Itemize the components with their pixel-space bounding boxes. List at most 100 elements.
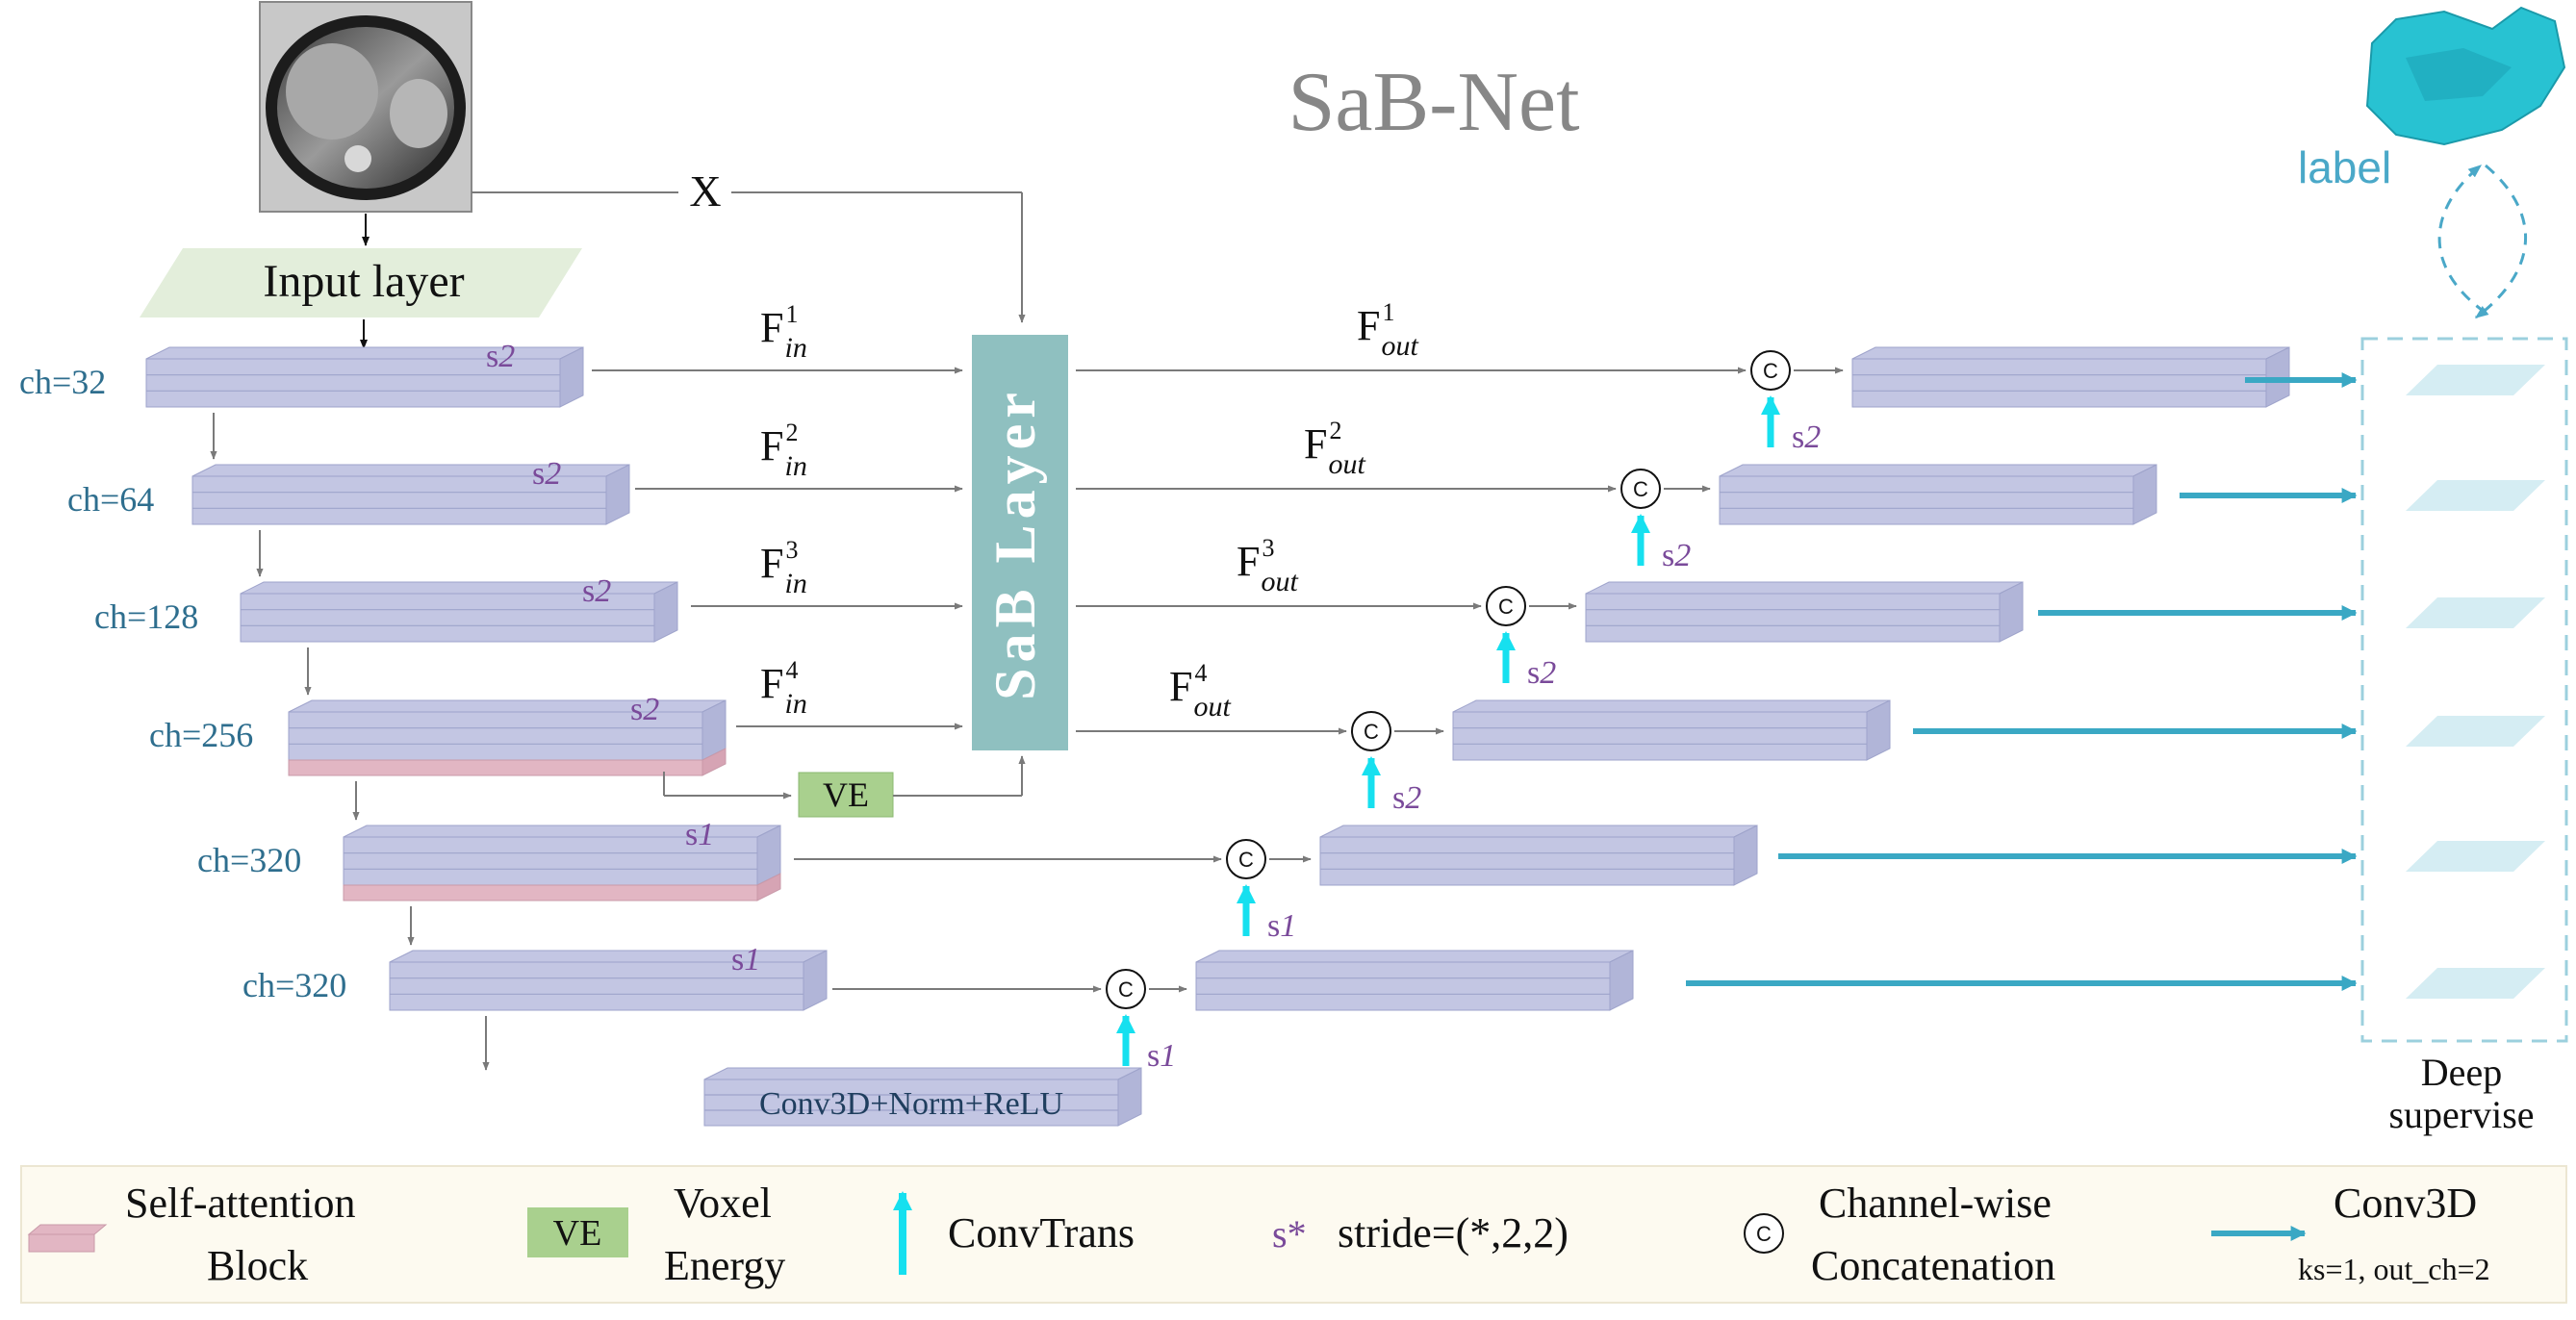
concat-node-2: C: [1620, 469, 1661, 509]
encoder-block-5-attention-side: [756, 873, 781, 901]
upsample-stride-5: s1: [1267, 908, 1296, 944]
mesh-shade: [2406, 48, 2512, 101]
sab-layer-box: [972, 335, 1068, 750]
f-out-label-1-sub: out: [1381, 330, 1418, 362]
input-layer-label: Input layer: [263, 256, 464, 307]
encoder-channels-5: ch=320: [197, 841, 301, 879]
encoder-stride-2-n: 2: [545, 456, 561, 492]
f-in-label-1-sup: 1: [785, 300, 798, 328]
legend-ve-label-1: Voxel: [674, 1180, 772, 1227]
f-out-label-2-sub: out: [1328, 448, 1365, 480]
legend-attention-swatch: [28, 1233, 95, 1253]
f-in-label-3: F3 in: [760, 536, 807, 599]
upsample-stride-3-s: s: [1527, 655, 1540, 691]
ct-input-image: [259, 1, 472, 213]
f-in-label-3-sup: 3: [785, 536, 798, 564]
encoder-block-2-side: [605, 464, 630, 525]
encoder-block-6: [389, 950, 828, 1011]
label-text: label: [2298, 142, 2391, 192]
ve-box-label: VE: [823, 775, 869, 814]
encoder-stride-5-n: 1: [698, 817, 714, 852]
legend-ve-box: [527, 1207, 628, 1257]
decoder-block-1-top: [1851, 346, 2290, 360]
decoder-block-1: [1851, 346, 2290, 408]
dashed-arrow-up: [2437, 164, 2487, 315]
upsample-stride-1-n: 2: [1804, 419, 1821, 455]
upsample-stride-6: s1: [1147, 1038, 1176, 1074]
ct-spleen: [390, 79, 447, 148]
encoder-block-5: [343, 825, 781, 901]
conv-block-label: Conv3D+Norm+ReLU: [759, 1086, 1063, 1122]
sab-layer: SaB Layer: [972, 335, 1068, 750]
f-out-label-2-base: F: [1304, 420, 1327, 468]
encoder-stride-5: s1: [685, 817, 714, 852]
f-in-label-1-sub: in: [784, 332, 806, 364]
concat-node-1: C: [1750, 350, 1791, 391]
f-in-label-1-base: F: [760, 304, 783, 351]
encoder-stride-4: s2: [630, 692, 659, 727]
encoder-block-4-top: [288, 699, 727, 713]
conv-block-front: [703, 1079, 1119, 1127]
legend-panel: [20, 1165, 2567, 1304]
encoder-channels-2: ch=64: [67, 480, 154, 519]
label-3d-mesh: [2365, 6, 2566, 146]
concat-symbol: C: [1364, 720, 1379, 744]
concat-node-6: C: [1106, 969, 1146, 1009]
f-in-label-3-sub: in: [784, 568, 806, 599]
legend-conv3d-params: ks=1, out_ch=2: [2298, 1252, 2490, 1286]
encoder-block-6-top: [389, 950, 828, 963]
decoder-block-2-top: [1719, 464, 2157, 477]
upsample-stride-2-s: s: [1662, 538, 1674, 573]
decoder-block-6: [1195, 950, 1634, 1011]
upsample-stride-1: s2: [1792, 419, 1821, 455]
upsample-stride-4-n: 2: [1405, 780, 1421, 816]
f-out-label-3-base: F: [1237, 538, 1260, 585]
upsample-stride-5-s: s: [1267, 908, 1280, 944]
f-in-label-2-base: F: [760, 422, 783, 470]
x-label: X: [689, 166, 721, 216]
encoder-stride-5-s: s: [685, 817, 698, 852]
decoder-block-4-top: [1452, 699, 1891, 713]
encoder-stride-6: s1: [731, 942, 760, 977]
upsample-stride-6-n: 1: [1160, 1038, 1176, 1074]
encoder-stride-1-s: s: [486, 339, 498, 374]
decoder-block-5: [1319, 825, 1758, 886]
decoder-block-3-top: [1585, 581, 2024, 595]
concat-circle: [1106, 969, 1146, 1009]
decoder-block-2-side: [2132, 464, 2157, 525]
decoder-block-5-top: [1319, 825, 1758, 838]
encoder-block-4-front: [288, 711, 703, 761]
f-in-label-4-base: F: [760, 660, 783, 707]
encoder-block-6-side: [803, 950, 828, 1011]
encoder-block-3-front: [240, 593, 655, 643]
concat-symbol: C: [1498, 595, 1514, 619]
input-layer-box: [140, 248, 582, 317]
upsample-stride-3: s2: [1527, 655, 1556, 691]
f-out-label-2-sup: 2: [1329, 417, 1341, 444]
f-in-label-2-sub: in: [784, 450, 806, 482]
encoder-block-5-top: [343, 825, 781, 838]
f-out-label-2: F2 out: [1304, 417, 1365, 480]
encoder-stride-3: s2: [582, 573, 611, 609]
legend-conv3d-label: Conv3D: [2334, 1180, 2477, 1227]
supervise-map-5: [2406, 841, 2545, 872]
encoder-block-4: [288, 699, 727, 776]
f-in-label-3-base: F: [760, 540, 783, 587]
supervise-map-2: [2406, 480, 2545, 511]
upsample-stride-5-n: 1: [1280, 908, 1296, 944]
decoder-block-4: [1452, 699, 1891, 761]
encoder-stride-6-n: 1: [744, 942, 760, 977]
encoder-channels-4: ch=256: [149, 716, 253, 754]
concat-symbol: C: [1633, 477, 1648, 501]
upsample-stride-2: s2: [1662, 538, 1691, 573]
decoder-block-1-front: [1851, 358, 2267, 408]
label-supervise-arrows: [2437, 164, 2528, 319]
ct-spine: [344, 145, 371, 172]
encoder-block-3-top: [240, 581, 678, 595]
legend-attention-label-1: Self-attention: [125, 1180, 356, 1227]
concat-symbol: C: [1756, 1222, 1772, 1246]
